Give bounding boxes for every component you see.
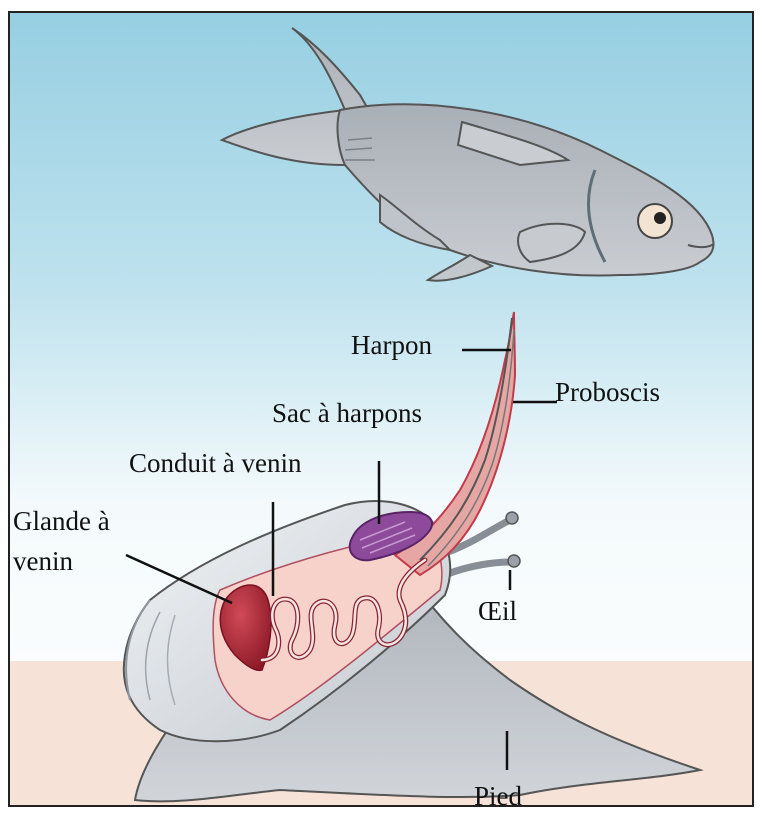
eye-dot <box>508 555 520 567</box>
label-harpon: Harpon <box>351 330 432 360</box>
label-conduit-venin: Conduit à venin <box>129 448 302 478</box>
label-pied: Pied <box>474 781 523 811</box>
label-glande-line2: venin <box>13 546 73 576</box>
tentacle-tip-upper <box>506 512 518 524</box>
label-glande-line1: Glande à <box>13 506 110 536</box>
label-oeil: Œil <box>478 596 517 626</box>
label-proboscis: Proboscis <box>555 377 660 407</box>
fish-pupil <box>654 212 666 224</box>
label-sac-harpons: Sac à harpons <box>272 398 422 428</box>
